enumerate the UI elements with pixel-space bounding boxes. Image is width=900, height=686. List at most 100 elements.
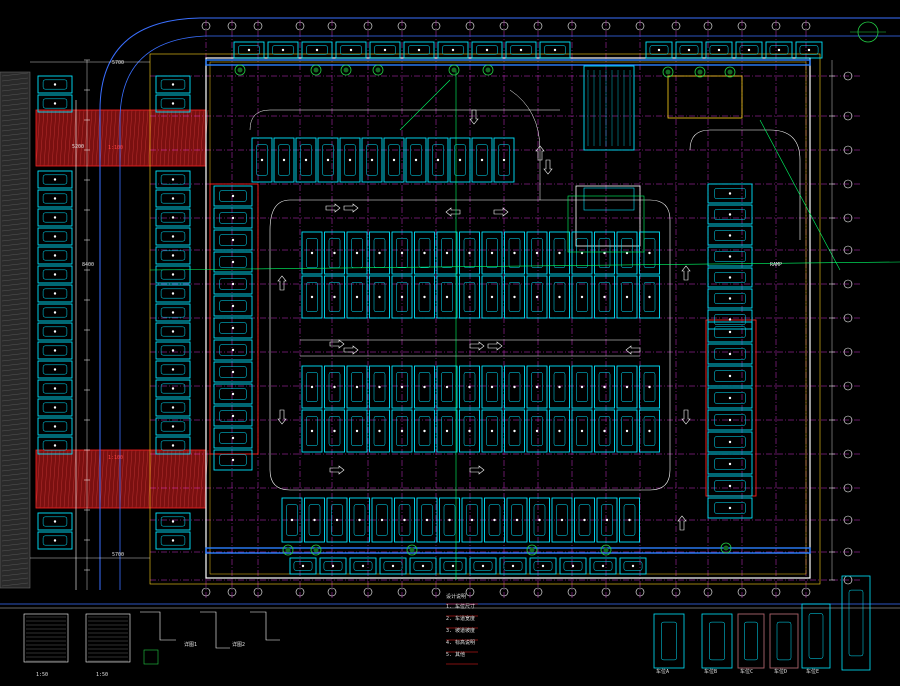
axis-bubble-right [843, 515, 853, 525]
hatch-line [1, 227, 29, 232]
traffic-arrow [681, 265, 691, 281]
car-outline [373, 282, 386, 312]
center-block-stall [436, 409, 458, 453]
inner-left-stall [213, 383, 253, 405]
band-hatch [63, 449, 69, 509]
center-block-stall [571, 231, 593, 275]
car-outline [601, 504, 613, 536]
band-hatch [127, 449, 133, 509]
stall-mark [728, 330, 732, 334]
inner-left-stall [213, 317, 253, 339]
legend-red-frame [737, 613, 765, 669]
stall-mark [421, 564, 425, 568]
car-outline [418, 282, 431, 312]
left-column-stall [155, 398, 191, 417]
band-hatch [191, 449, 197, 509]
car-outline [42, 288, 68, 299]
stall-mark [333, 429, 336, 433]
car-outline [344, 144, 356, 176]
axis-bubble-right [843, 313, 853, 323]
car-outline [714, 414, 746, 426]
hatch-line [1, 527, 29, 532]
axis-bubble-top [635, 21, 645, 31]
axis-bubble-right [843, 381, 853, 391]
car-outline [219, 234, 247, 246]
band-hatch [167, 109, 173, 167]
legend-label-1: 车位A [656, 668, 669, 675]
tree [694, 66, 706, 78]
hatch-line [1, 427, 29, 432]
car-outline [739, 45, 759, 55]
axis-bubble-right [843, 111, 853, 121]
stall-mark [348, 158, 352, 162]
car-outline [421, 504, 433, 536]
car-outline [383, 561, 403, 571]
stall-mark [451, 48, 455, 52]
hatch-line [1, 152, 29, 157]
top-row-stall [251, 137, 273, 183]
stall-mark [553, 48, 557, 52]
hatch-line [1, 147, 29, 152]
axis-bubble-top [801, 21, 811, 31]
car-outline [219, 344, 247, 356]
tree-center [485, 67, 491, 73]
right-column-stall [707, 183, 753, 204]
hatch-line [1, 532, 29, 537]
car-outline [42, 383, 68, 394]
band-hatch [179, 109, 185, 167]
hatch-line [1, 122, 29, 127]
top-edge-stall [403, 41, 435, 59]
outer-left-stall [37, 189, 73, 208]
car-outline [42, 193, 68, 204]
axis-bubble-bottom [253, 587, 263, 597]
center-block-stall [391, 365, 413, 409]
car-outline [306, 45, 328, 55]
axis-bubble-top [295, 21, 305, 31]
stall-mark [171, 520, 175, 523]
stall-mark [603, 429, 606, 433]
outer-left-stall [37, 265, 73, 284]
outer-left-stall [37, 322, 73, 341]
hatch-line [1, 337, 29, 342]
center-block-stall [324, 409, 345, 453]
center-block-stall [369, 409, 390, 453]
stall-mark [728, 318, 732, 321]
traffic-arrow [625, 345, 641, 355]
hatch-line [1, 382, 29, 387]
hatch-line [1, 317, 29, 322]
stall-mark [603, 385, 606, 389]
car-outline [533, 504, 546, 536]
band-hatch [187, 449, 193, 509]
stall-mark [728, 440, 732, 444]
bottom-edge-stall [589, 557, 617, 575]
band-hatch [39, 109, 45, 167]
car-outline [340, 45, 362, 55]
top-row-stall [273, 137, 295, 183]
inner-left-stall [213, 405, 253, 427]
stall-mark [171, 83, 175, 86]
stall-mark [231, 370, 235, 374]
stall-mark [355, 295, 359, 299]
stall-mark [490, 429, 494, 433]
hatch-line [1, 247, 29, 252]
stall-mark [310, 295, 314, 299]
tree-center [603, 547, 609, 553]
car-outline [396, 416, 408, 446]
hatch-line [1, 497, 29, 502]
center-block-stall [504, 231, 525, 275]
stall-mark [333, 295, 336, 299]
axis-bubble-bottom [465, 587, 475, 597]
outer-left-stall [37, 512, 73, 531]
bottom-row-stall [484, 497, 505, 543]
traffic-arrow [681, 409, 691, 425]
axis-bubble-bottom [601, 587, 611, 597]
car-outline [42, 402, 68, 413]
car-outline [413, 561, 433, 571]
band-hatch [151, 449, 157, 509]
tree [282, 544, 294, 556]
legend-car [808, 613, 824, 659]
center-block-stall [549, 275, 570, 319]
car-outline [649, 45, 669, 55]
